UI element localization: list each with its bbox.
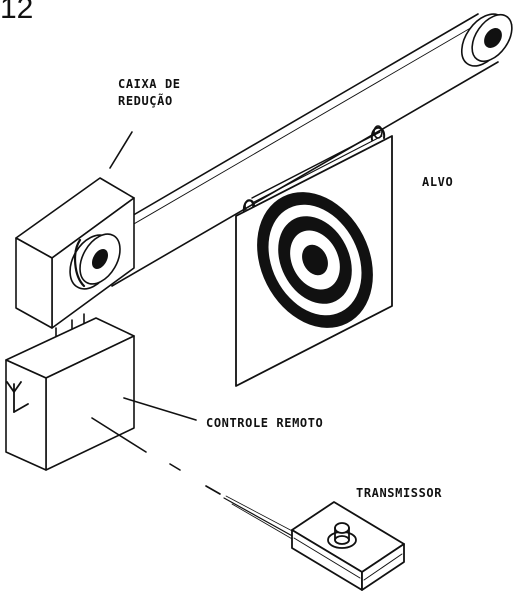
belt-lower-strand xyxy=(111,61,499,287)
leader-caixa xyxy=(109,131,133,169)
antenna-icon xyxy=(6,381,29,413)
belt xyxy=(93,13,499,287)
label-controle-remoto: CONTROLE REMOTO xyxy=(206,416,324,430)
target-rings xyxy=(257,192,373,328)
far-pulley xyxy=(460,13,513,67)
remote-box-left-face xyxy=(5,359,47,471)
belt-inner-line xyxy=(95,25,475,247)
label-transmissor: TRANSMISSOR xyxy=(356,486,443,500)
belt-upper-strand xyxy=(93,13,479,239)
reduction-box xyxy=(15,177,135,329)
push-button-icon xyxy=(327,522,357,549)
label-alvo: ALVO xyxy=(422,175,454,189)
target-board xyxy=(235,135,393,387)
near-pulley xyxy=(69,233,121,290)
figure-number: 12 xyxy=(0,0,34,25)
signal-path xyxy=(91,417,299,541)
label-caixa-de-reducao-line1: CAIXA DE xyxy=(118,77,181,91)
reduction-box-left-face xyxy=(15,237,53,329)
remote-control-box xyxy=(5,317,135,471)
label-caixa-de-reducao-line2: REDUÇÃO xyxy=(118,94,173,108)
target-hangers xyxy=(242,125,386,213)
leader-controle xyxy=(123,397,197,421)
transmitter xyxy=(291,501,405,591)
